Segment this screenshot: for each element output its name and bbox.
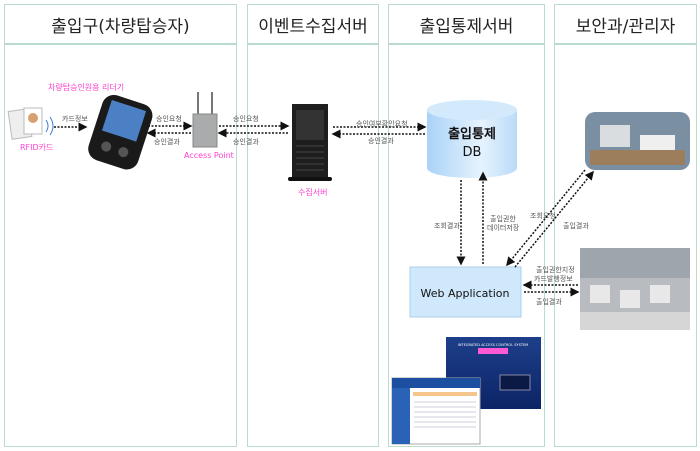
column-event-server: 이벤트수집서버 (247, 4, 379, 447)
server-db-result-label: 승인결과 (368, 136, 394, 145)
web-db-store-label: 출입권한 (490, 214, 516, 223)
server-icon (288, 104, 332, 181)
column-title: 보안과/관리자 (555, 5, 696, 45)
database-icon (427, 100, 517, 178)
db-web-result-label: 조회결과 (434, 221, 460, 230)
reader-ap-result-label: 승인결과 (154, 137, 180, 146)
room-result-label: 출입결과 (536, 297, 562, 306)
server-label: 수집서버 (298, 187, 327, 197)
column-title: 이벤트수집서버 (248, 5, 378, 45)
access-result-label: 출입결과 (563, 221, 589, 230)
access-point-label: Access Point (184, 151, 234, 160)
web-application-box (409, 266, 522, 318)
column-title: 출입통제서버 (389, 5, 544, 45)
column-title: 출입구(차량탑승자) (5, 5, 236, 45)
reader-label: 차량탑승인원용 리더기 (48, 82, 124, 92)
db-label-2: DB (463, 145, 482, 160)
screenshot-title: INTEGRATED ACCESS CONTROL SYSTEM (458, 343, 528, 347)
column-entrance: 출입구(차량탑승자) (4, 4, 237, 447)
reader-ap-request-label: 승인요청 (156, 114, 182, 123)
card-info-label: 카드정보 (62, 114, 88, 123)
rfid-card-label: RFID카드 (20, 143, 53, 152)
rfid-card-icon (7, 107, 54, 140)
admin-web-query-arrow (506, 169, 586, 267)
ap-server-result-label: 승인결과 (233, 137, 259, 146)
server-db-request-label: 승인여부확인요청 (356, 119, 408, 128)
access-point-icon (192, 92, 218, 148)
system-screenshot-main (391, 377, 481, 445)
card-issue-label: 카드발행정보 (534, 274, 573, 283)
column-control-server: 출입통제서버 (388, 4, 545, 447)
column-security: 보안과/관리자 (554, 4, 697, 447)
assign-label: 출입권한지정 (536, 265, 575, 274)
web-application-label: Web Application (421, 287, 510, 300)
query-request-label: 조회요청 (530, 212, 556, 220)
web-db-store-label-2: 데이터저장 (487, 223, 520, 232)
admin-pc-photo (585, 112, 690, 170)
web-admin-result-arrow (514, 170, 594, 268)
db-label: 출입통제 (448, 126, 496, 142)
ap-server-request-label: 승인요청 (233, 114, 259, 123)
reader-device-icon (88, 94, 153, 170)
control-room-photo (580, 248, 690, 330)
